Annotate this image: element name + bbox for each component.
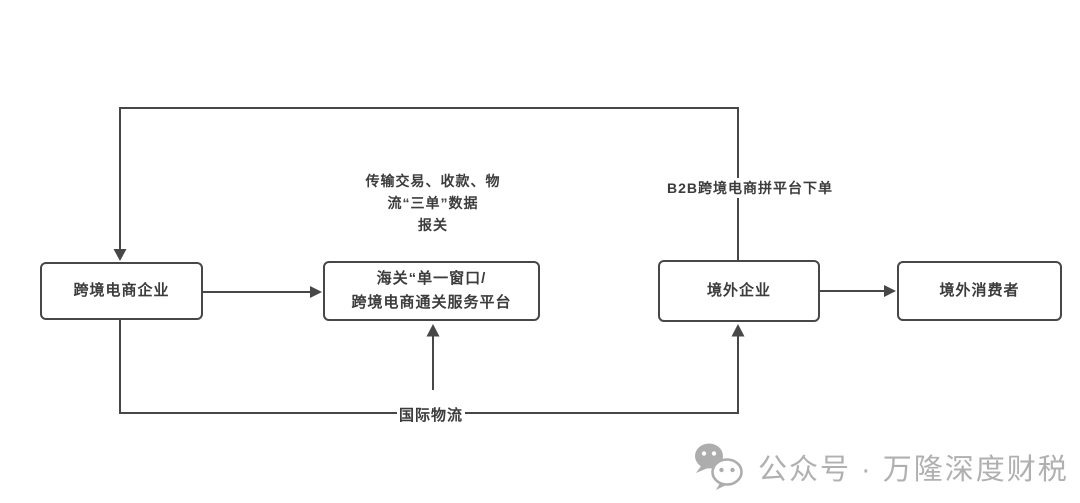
node-overseas-enterprise: 境外企业 <box>658 260 820 322</box>
arrowhead-up-into-customs <box>427 324 440 337</box>
node-label: 境外企业 <box>707 279 771 303</box>
edge-label-three-orders-declaration: 传输交易、收款、物 流“三单”数据 报关 <box>333 170 533 236</box>
arrowhead-right-into-consumer <box>884 285 896 297</box>
wechat-icon <box>692 441 748 493</box>
node-overseas-consumer: 境外消费者 <box>897 261 1062 321</box>
node-label: 跨境电商企业 <box>73 279 169 303</box>
edge-label-b2b-platform-order: B2B跨境电商拼平台下单 <box>642 178 858 198</box>
node-label-line1: 海关“单一窗口/ <box>377 267 487 291</box>
arrowhead-up-into-overseas <box>732 324 745 337</box>
edge-label-line: 流“三单”数据 <box>333 192 533 214</box>
arrowhead-down-into-ecommerce <box>114 249 127 261</box>
node-label: 境外消费者 <box>939 279 1019 303</box>
edge-label-international-logistics: 国际物流 <box>397 404 465 425</box>
watermark: 公众号 · 万隆深度财税 <box>692 441 1069 493</box>
node-customs-single-window-platform: 海关“单一窗口/ 跨境电商通关服务平台 <box>323 261 540 321</box>
arrowhead-right-into-customs <box>310 286 322 298</box>
node-label-line2: 跨境电商通关服务平台 <box>351 291 511 315</box>
edge-label-line: 报关 <box>333 214 533 236</box>
edge-label-line: 传输交易、收款、物 <box>333 170 533 192</box>
node-cross-border-ecommerce-enterprise: 跨境电商企业 <box>40 262 203 320</box>
watermark-text: 公众号 · 万隆深度财税 <box>758 446 1069 488</box>
